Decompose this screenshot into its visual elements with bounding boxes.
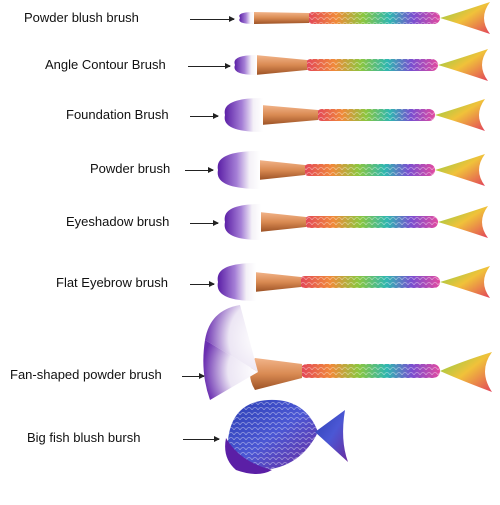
flat-eyebrow-brush-tail [440,266,490,298]
eyeshadow-brush-ferrule [259,212,306,232]
powder-blush-brush-tail [440,2,490,34]
label-foundation-brush: Foundation Brush [66,107,169,122]
powder-brush-ferrule [258,160,305,180]
label-big-fish-blush-brush: Big fish blush bursh [27,430,141,445]
arrow-powder-blush-brush [190,16,235,22]
flat-eyebrow-brush-scales [299,276,440,288]
flat-eyebrow-brush-ferrule [254,272,301,292]
powder-blush-brush-ferrule [252,12,309,24]
foundation-brush-tail [435,99,485,131]
fan-brush-bristles-top [205,305,258,372]
fan-brush-tail [440,352,492,392]
angle-contour-brush-ferrule [255,55,307,75]
powder-brush-bristles [217,151,260,189]
fan-brush-scales [300,364,440,378]
powder-brush [217,151,485,189]
fan-brush-ferrule [250,358,302,390]
powder-blush-brush-scales [307,12,440,24]
label-powder-brush: Powder brush [90,161,171,176]
big-fish-blush-brush [225,399,348,474]
angle-contour-brush-tail [438,49,488,81]
powder-blush-brush-bristles [239,12,254,24]
fan-brush-bristles-bottom [203,340,258,400]
foundation-brush-scales [316,109,435,121]
label-angle-contour-brush: Angle Contour Brush [45,57,166,72]
arrow-foundation-brush [190,113,219,119]
flat-eyebrow-brush [217,263,490,301]
fish-bristles [225,438,272,474]
arrow-eyeshadow-brush [190,220,219,226]
arrow-flat-eyebrow-brush [190,281,215,287]
powder-blush-brush [239,2,490,34]
fish-tail [315,410,348,462]
label-fan-shaped-powder-brush: Fan-shaped powder brush [10,367,162,382]
foundation-brush-bristles [224,98,263,132]
foundation-brush [224,98,485,132]
arrow-powder-brush [185,167,214,173]
angle-contour-brush-scales [305,59,438,71]
angle-contour-brush [234,49,488,81]
arrow-fan-shaped-powder-brush [182,373,205,379]
eyeshadow-brush [224,204,488,240]
arrow-angle-contour-brush [188,63,231,69]
angle-contour-brush-bristles [234,55,257,75]
powder-brush-scales [303,164,435,176]
flat-eyebrow-brush-bristles [217,263,256,301]
foundation-brush-ferrule [261,105,318,125]
label-powder-blush-brush: Powder blush brush [24,10,139,25]
eyeshadow-brush-scales [304,216,438,228]
arrow-big-fish-blush-brush [183,436,220,442]
fish-scales [228,399,318,470]
powder-brush-tail [435,154,485,186]
eyeshadow-brush-tail [438,206,488,238]
label-flat-eyebrow-brush: Flat Eyebrow brush [56,275,168,290]
fan-shaped-powder-brush [203,305,492,400]
label-eyeshadow-brush: Eyeshadow brush [66,214,170,229]
eyeshadow-brush-bristles [224,204,261,240]
